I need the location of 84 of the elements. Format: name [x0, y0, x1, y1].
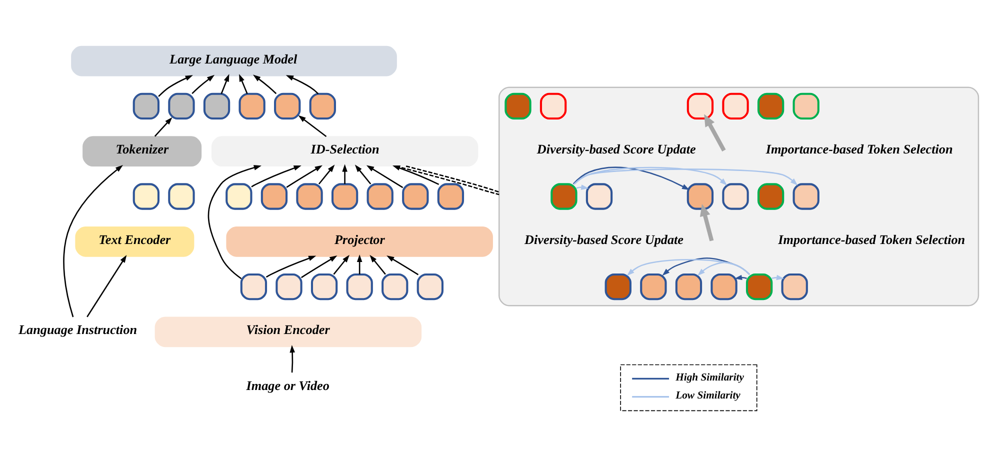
cluster	[498, 86, 980, 306]
legend-label: High Similarity	[676, 371, 744, 384]
arrow	[252, 74, 277, 94]
connector	[406, 165, 500, 192]
node-box	[640, 272, 667, 300]
arrow	[239, 74, 248, 94]
arrow	[301, 255, 338, 278]
arrow	[266, 255, 316, 278]
node-text: Importance-based Token Selection	[766, 141, 953, 156]
node-box	[686, 92, 714, 120]
node-box	[366, 182, 394, 210]
arrow	[154, 116, 172, 136]
arrow	[158, 74, 193, 96]
node-box	[132, 182, 160, 210]
node-box	[331, 182, 358, 210]
node-box	[757, 182, 784, 210]
node-box	[382, 272, 408, 300]
node-box	[586, 182, 613, 210]
arrow	[290, 344, 295, 372]
arrow	[734, 274, 747, 280]
node-text: Diversity-based Score Update	[524, 231, 684, 246]
arrow	[700, 204, 714, 241]
node-box: Projector	[226, 226, 493, 256]
node-box	[757, 92, 784, 120]
node-box	[437, 182, 464, 210]
node-box	[792, 182, 820, 210]
node-box	[402, 182, 429, 210]
arrow	[86, 254, 127, 317]
arrow	[333, 254, 350, 274]
node-box	[168, 182, 195, 210]
arrow	[208, 164, 262, 279]
node-box	[722, 92, 749, 120]
node-box: Text Encoder	[75, 226, 194, 256]
node-box	[746, 272, 773, 300]
node-box	[132, 92, 160, 120]
arrow	[342, 164, 348, 184]
node-box	[781, 272, 808, 300]
node-box	[168, 92, 195, 120]
node-box	[260, 182, 288, 210]
node-box: ID-Selection	[211, 136, 478, 166]
arrow	[704, 114, 726, 151]
node-box	[792, 92, 820, 120]
arrow	[318, 164, 335, 184]
node-box	[346, 272, 373, 300]
node-box: Vision Encoder	[154, 316, 422, 347]
node-box	[540, 92, 567, 120]
node-box	[238, 92, 266, 120]
node-text: Importance-based Token Selection	[778, 231, 966, 246]
node-box	[416, 272, 444, 300]
arrow	[286, 74, 319, 94]
node-text: Image or Video	[246, 378, 330, 393]
arrow	[192, 74, 215, 94]
arrow	[63, 164, 123, 317]
arrow	[356, 254, 362, 274]
arrow	[370, 254, 386, 274]
node-box	[604, 272, 632, 300]
arrow	[298, 114, 327, 136]
node-box: Large Language Model	[71, 45, 397, 76]
node-box	[226, 182, 252, 210]
node-box	[274, 92, 301, 120]
node-box	[710, 272, 738, 300]
arrow	[286, 164, 322, 188]
arrow	[251, 164, 302, 187]
arrow	[697, 261, 750, 276]
node-box	[296, 182, 323, 210]
node-box	[203, 92, 230, 120]
arrow	[220, 74, 230, 94]
node-box	[276, 272, 302, 300]
node-box	[309, 92, 336, 120]
node-box	[240, 272, 268, 300]
node-box	[675, 272, 702, 300]
arrow	[626, 258, 750, 276]
node-box	[310, 272, 338, 300]
node-text: Diversity-based Score Update	[536, 141, 696, 156]
node-box: Tokenizer	[82, 136, 202, 166]
node-box	[550, 182, 578, 210]
node-text: Language Instruction	[18, 322, 138, 337]
legend-label: Low Similarity	[676, 389, 740, 402]
node-box	[686, 182, 714, 210]
node-box	[722, 182, 749, 210]
arrow	[354, 164, 372, 184]
arrow	[574, 168, 798, 185]
node-box	[504, 92, 532, 120]
arrow	[772, 274, 784, 280]
